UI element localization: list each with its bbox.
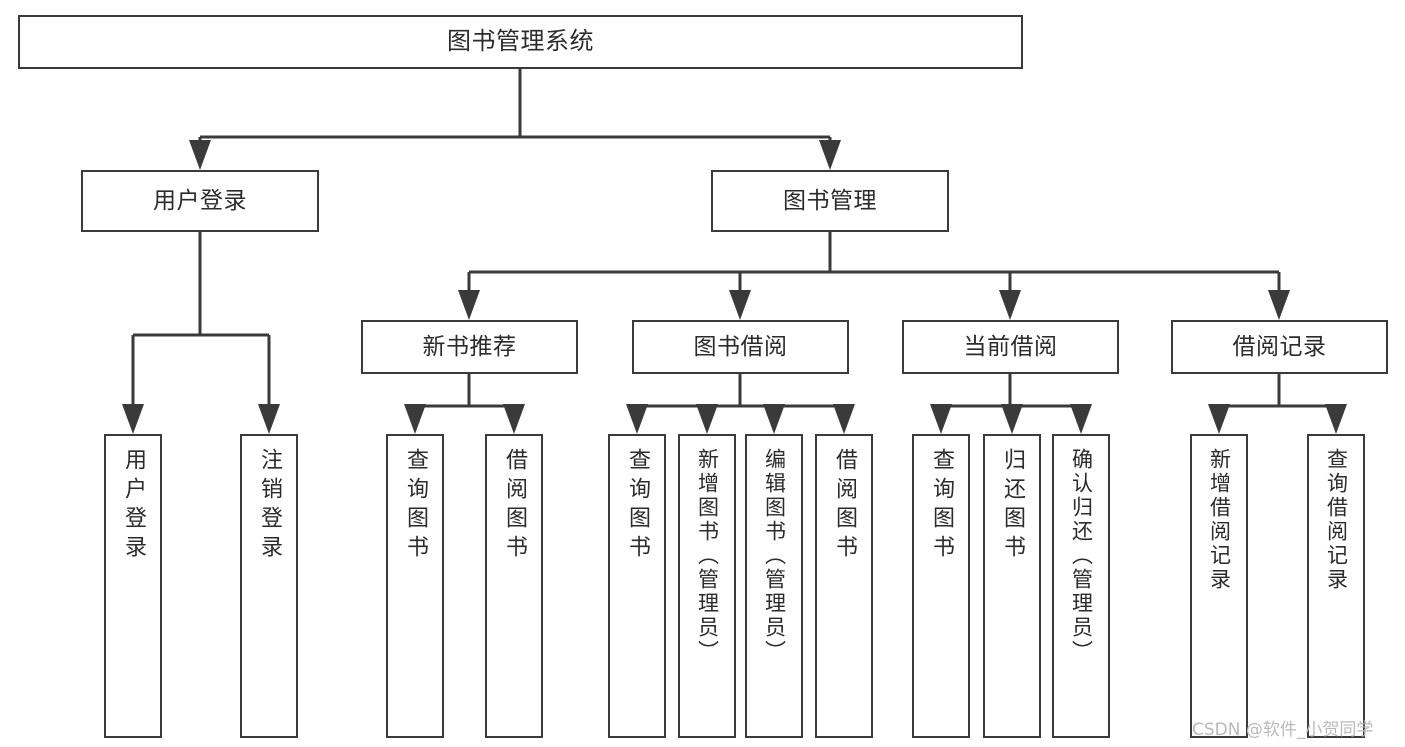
node-book-manage[interactable]: 图书管理: [711, 170, 949, 232]
node-leaf-query-book-2[interactable]: 查询图书: [608, 434, 666, 738]
csdn-watermark: CSDN @软件_小贺同学: [1192, 720, 1374, 740]
node-label: 确认归还（管理员）: [1069, 448, 1094, 664]
node-label: 查询图书: [625, 448, 650, 564]
node-label: 新增图书（管理员）: [695, 448, 720, 664]
node-label: 查询图书: [929, 448, 954, 564]
node-leaf-borrow-book-2[interactable]: 借阅图书: [815, 434, 873, 738]
node-user-login[interactable]: 用户登录: [81, 170, 319, 232]
node-root-system[interactable]: 图书管理系统: [18, 15, 1023, 69]
node-label: 借阅图书: [832, 448, 857, 564]
node-leaf-add-record[interactable]: 新增借阅记录: [1190, 434, 1248, 738]
node-label: 用户登录: [153, 187, 247, 214]
node-label: 当前借阅: [963, 333, 1058, 360]
node-label: 用户登录: [121, 448, 146, 564]
node-leaf-logout[interactable]: 注销登录: [240, 434, 298, 738]
node-leaf-add-book[interactable]: 新增图书（管理员）: [678, 434, 736, 738]
node-leaf-query-record[interactable]: 查询借阅记录: [1307, 434, 1365, 738]
node-borrow-record[interactable]: 借阅记录: [1171, 320, 1388, 374]
node-label: 图书管理系统: [447, 27, 594, 56]
node-label: 新增借阅记录: [1207, 448, 1232, 592]
node-book-borrow[interactable]: 图书借阅: [632, 320, 849, 374]
node-label: 借阅图书: [502, 448, 527, 564]
node-label: 图书管理: [783, 187, 877, 214]
node-label: 新书推荐: [422, 333, 517, 360]
node-leaf-query-book-3[interactable]: 查询图书: [912, 434, 970, 738]
node-label: 查询图书: [403, 448, 428, 564]
node-leaf-confirm-return[interactable]: 确认归还（管理员）: [1052, 434, 1110, 738]
node-label: 注销登录: [257, 448, 282, 564]
node-label: 图书借阅: [693, 333, 788, 360]
node-label: 借阅记录: [1232, 333, 1327, 360]
node-leaf-query-book-1[interactable]: 查询图书: [386, 434, 444, 738]
node-leaf-edit-book[interactable]: 编辑图书（管理员）: [745, 434, 803, 738]
node-leaf-return-book[interactable]: 归还图书: [983, 434, 1041, 738]
node-current-borrow[interactable]: 当前借阅: [902, 320, 1119, 374]
node-label: 归还图书: [1000, 448, 1025, 564]
node-leaf-user-login[interactable]: 用户登录: [104, 434, 162, 738]
node-label: 编辑图书（管理员）: [762, 448, 787, 664]
node-leaf-borrow-book-1[interactable]: 借阅图书: [485, 434, 543, 738]
node-new-book-recommend[interactable]: 新书推荐: [361, 320, 578, 374]
node-label: 查询借阅记录: [1324, 448, 1349, 592]
